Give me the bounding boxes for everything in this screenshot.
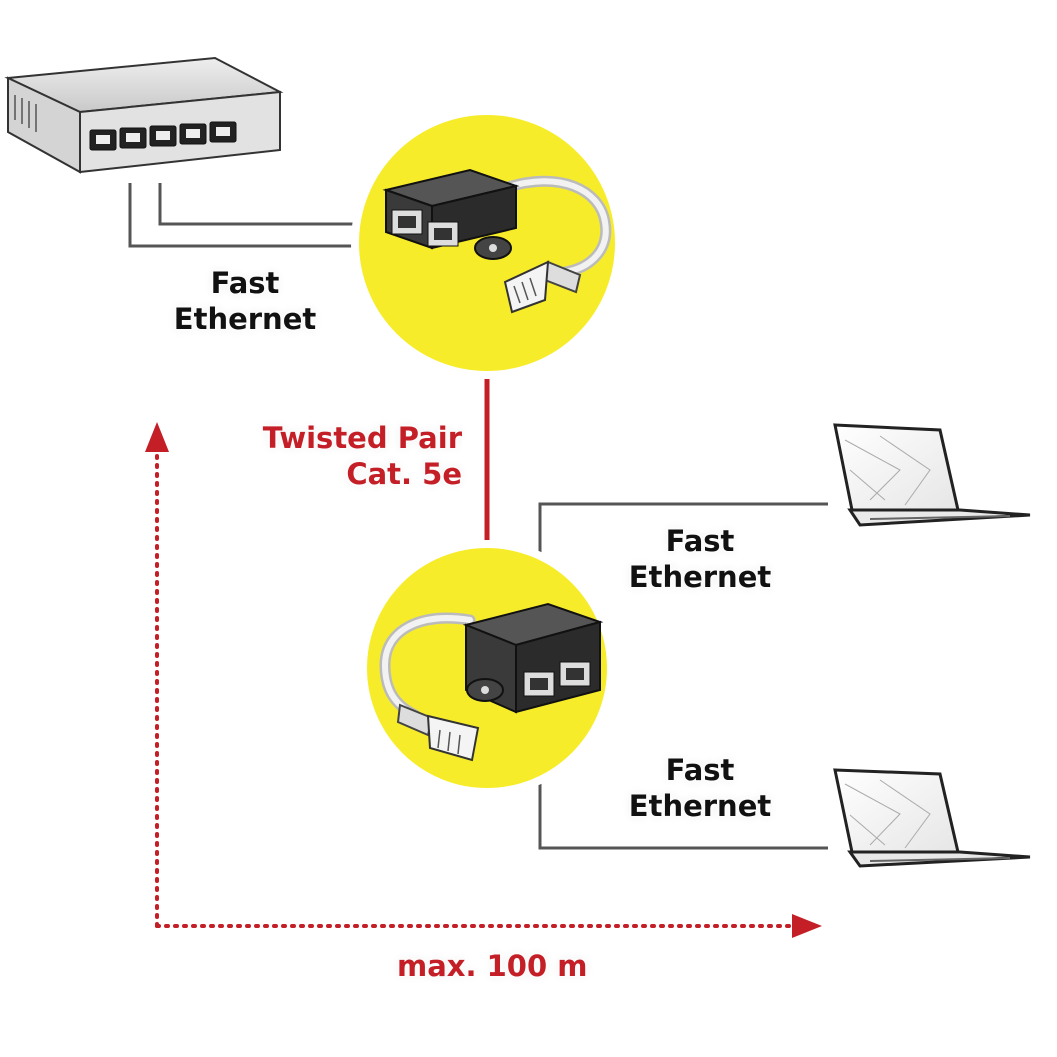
lower-splitter-circle: [359, 540, 615, 796]
switch-cables: [128, 183, 362, 248]
backbone-line1: Twisted Pair: [262, 421, 462, 455]
laptop2-link-label: Fast Ethernet: [625, 752, 775, 824]
arrowhead-right: [792, 914, 822, 938]
backbone-line2: Cat. 5e: [346, 457, 462, 491]
distance-label: max. 100 m: [397, 949, 588, 983]
network-switch-icon: [4, 56, 284, 174]
arrowhead-up: [145, 422, 169, 452]
rj45-y-splitter-icon: [382, 168, 612, 314]
laptop2-link-line1: Fast: [665, 753, 735, 787]
laptop2-link-line2: Ethernet: [628, 789, 772, 823]
laptop1-link-line2: Ethernet: [628, 560, 772, 594]
laptop-cables: [538, 502, 828, 850]
switch-link-label: Fast Ethernet: [170, 265, 320, 337]
dotted-arrow-icon: [155, 438, 797, 928]
switch-link-line1: Fast: [210, 266, 280, 300]
laptop-icon: [833, 423, 1031, 527]
switch-link-line2: Ethernet: [173, 302, 317, 336]
laptop1-link-line1: Fast: [665, 524, 735, 558]
upper-splitter-circle: [351, 107, 623, 379]
laptop1-link-label: Fast Ethernet: [625, 523, 775, 595]
rj45-y-splitter-icon: [379, 602, 604, 762]
laptop-icon: [833, 768, 1031, 868]
backbone-label: Twisted Pair Cat. 5e: [240, 420, 462, 492]
